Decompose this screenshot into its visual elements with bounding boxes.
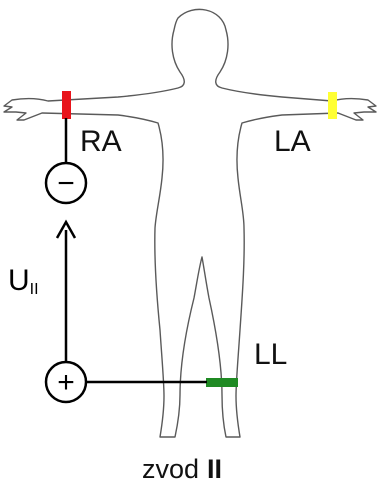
- ra-electrode: [62, 91, 71, 119]
- caption-prefix: zvod: [142, 454, 199, 484]
- voltage-label: UII: [8, 264, 39, 298]
- voltage-symbol: U: [8, 264, 30, 297]
- ra-label: RA: [80, 125, 122, 158]
- la-label: LA: [274, 125, 311, 158]
- ll-label: LL: [254, 338, 287, 371]
- lead-caption: zvod II: [142, 454, 222, 484]
- minus-sign: −: [57, 167, 75, 200]
- plus-sign: +: [57, 366, 75, 399]
- ll-electrode: [206, 378, 238, 387]
- voltage-subscript: II: [30, 281, 39, 298]
- la-electrode: [328, 92, 337, 119]
- caption-lead: II: [207, 454, 222, 484]
